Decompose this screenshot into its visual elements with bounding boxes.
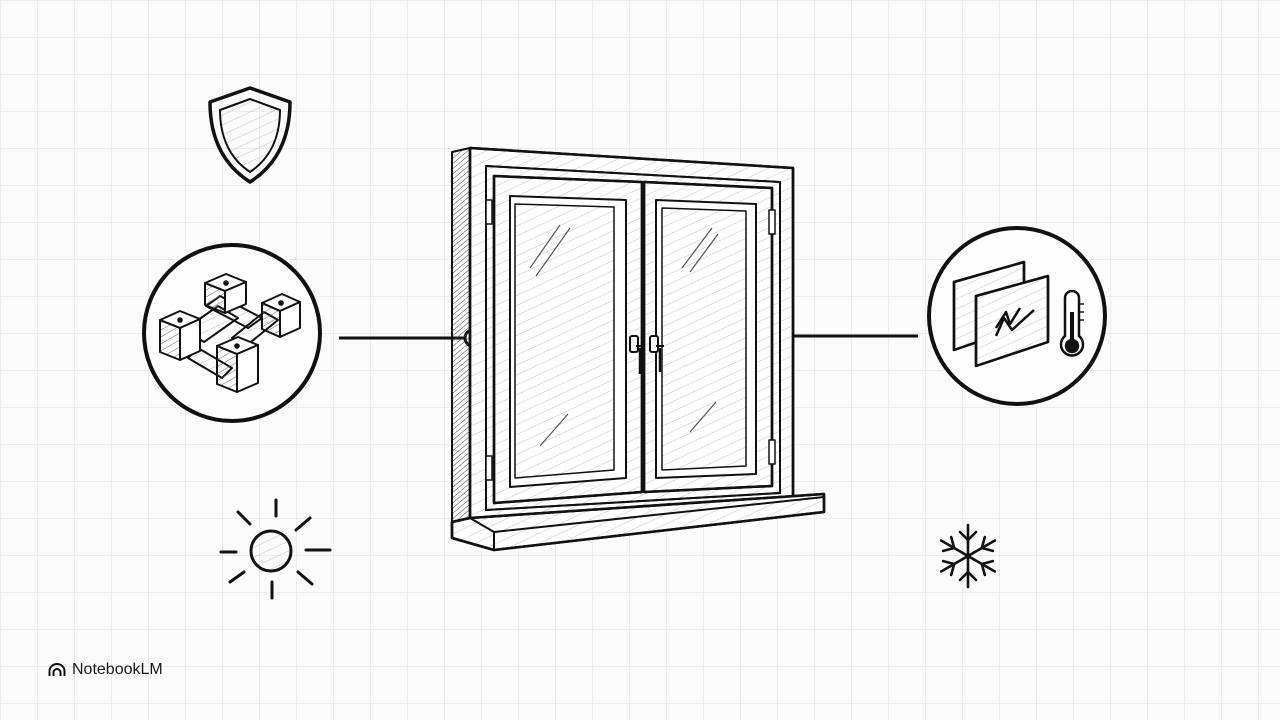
- window-handle: [649, 335, 664, 372]
- timber-block: [159, 310, 201, 361]
- notebooklm-watermark: NotebookLM: [48, 661, 163, 679]
- timber-block: [204, 273, 247, 314]
- timber-frame-joinery-callout: [142, 243, 322, 423]
- sun-icon: [219, 498, 332, 600]
- thermometer-icon: [1059, 289, 1085, 357]
- casement-window-illustration: [450, 146, 826, 552]
- shield-icon: [208, 86, 292, 184]
- double-glazing-callout: [927, 226, 1107, 406]
- timber-block: [261, 293, 301, 338]
- notebooklm-logo-icon: [48, 663, 66, 676]
- timber-frame-joinery-icon: [159, 273, 301, 393]
- window-handle: [629, 335, 644, 374]
- snowflake-icon: [939, 523, 997, 589]
- double-glazing-insulation-icon: [952, 260, 1050, 368]
- brand-name: NotebookLM: [72, 661, 163, 678]
